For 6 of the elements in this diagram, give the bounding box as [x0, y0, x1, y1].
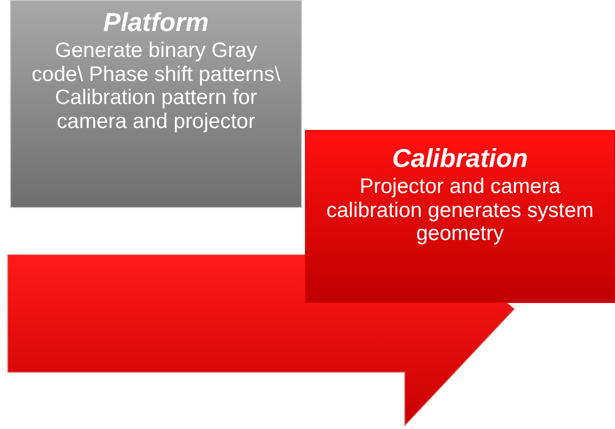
box-title: Calibration [392, 143, 528, 173]
box-description: Generate binary Gray code\ Phase shift patterns\ Calibration pattern for camera and projector [31, 39, 281, 133]
box-description: Projector and camera calibration generates system geometry [325, 175, 595, 246]
process-box [10, 0, 302, 208]
box-title: Platform [103, 7, 209, 37]
process-box [305, 130, 615, 303]
